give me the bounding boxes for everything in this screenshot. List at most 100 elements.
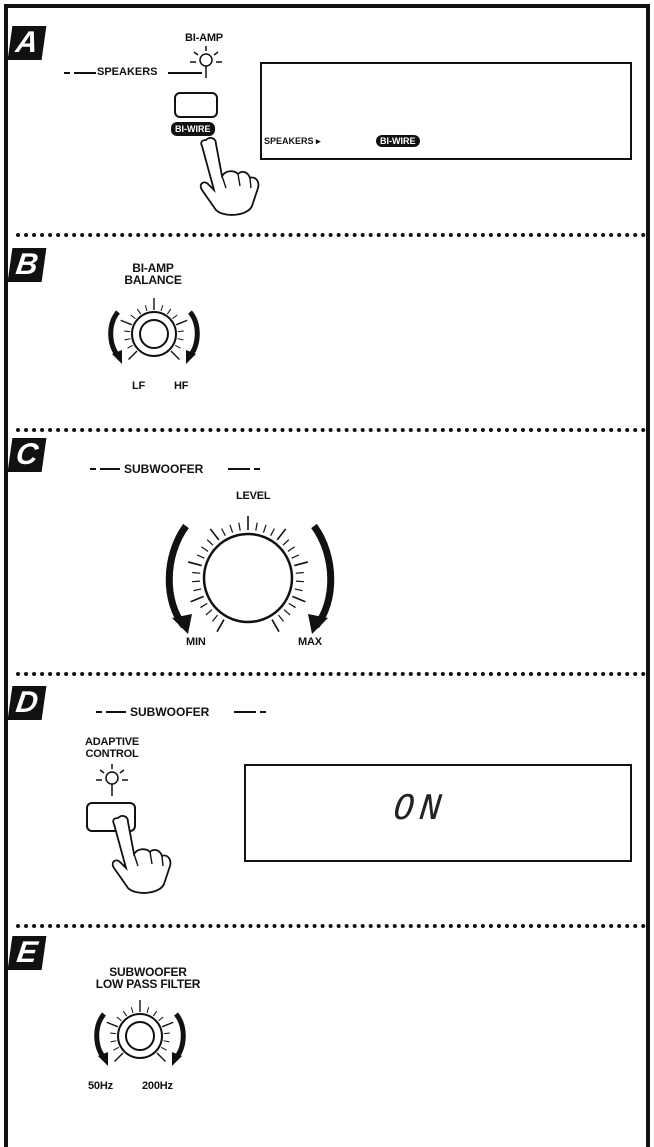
biamp-balance-right-label: HF	[174, 380, 189, 392]
speakers-bracket-line	[64, 72, 202, 74]
knob-tick	[110, 1032, 117, 1035]
divider-cd	[16, 672, 646, 676]
adaptive-control-label: ADAPTIVE CONTROL	[82, 736, 142, 760]
subwoofer-level-knob[interactable]	[158, 506, 348, 646]
knob-tick	[283, 609, 291, 616]
knob-tick	[110, 1040, 117, 1043]
knob-tick	[174, 344, 181, 349]
knob-tick	[271, 619, 280, 633]
knob-tick	[238, 522, 241, 531]
knob-tick	[270, 528, 275, 536]
knob-tick	[221, 528, 226, 536]
divider-bc	[16, 428, 646, 432]
knob-tick	[212, 614, 219, 622]
pointing-hand-icon	[199, 137, 260, 216]
knob-tick	[127, 344, 134, 349]
knob-tick	[216, 619, 225, 633]
level-min-label: MIN	[186, 636, 206, 648]
biamp-balance-ticks	[120, 298, 188, 360]
knob-tick	[229, 524, 234, 533]
knob-tick	[161, 1021, 174, 1028]
level-label: LEVEL	[236, 490, 271, 502]
knob-tick	[291, 554, 300, 559]
knob-tick	[193, 588, 202, 592]
subwoofer-c-header: SUBWOOFER	[124, 462, 204, 476]
knob-tick	[136, 308, 142, 315]
biamp-balance-title-line2: BALANCE	[124, 273, 182, 287]
biamp-balance-left-label: LF	[132, 380, 146, 392]
knob-tick	[292, 595, 306, 603]
knob-tick	[277, 614, 284, 622]
knob-tick	[124, 338, 131, 341]
knob-tick	[295, 571, 304, 574]
knob-tick	[206, 539, 214, 546]
level-max-label: MAX	[298, 636, 322, 648]
knob-tick	[294, 561, 309, 567]
low-pass-filter-title: SUBWOOFER LOW PASS FILTER	[78, 966, 218, 990]
knob-tick	[201, 546, 209, 552]
knob-tick	[163, 1032, 170, 1035]
knob-tick	[113, 1046, 120, 1051]
divider-de	[16, 924, 646, 928]
biamp-balance-knob[interactable]	[98, 294, 218, 384]
low-pass-filter-title-line1: SUBWOOFER	[109, 965, 187, 979]
knob-tick	[166, 308, 172, 315]
knob-tick	[116, 1016, 122, 1022]
biamp-balance-title-line1: BI-AMP	[132, 261, 174, 275]
knob-tick	[156, 1052, 166, 1062]
front-display-a: SPEAKERS ▸ BI-WIRE	[260, 62, 632, 160]
knob-tick	[255, 522, 258, 531]
adaptive-control-indicator-icon	[96, 764, 128, 796]
low-pass-filter-knob[interactable]	[84, 996, 204, 1086]
biwire-button[interactable]	[174, 92, 218, 118]
low-pass-filter-ticks	[106, 1000, 174, 1062]
display-on-text: ON	[391, 788, 450, 828]
knob-tick	[152, 1010, 158, 1017]
knob-tick	[128, 350, 138, 360]
knob-tick	[122, 1010, 128, 1017]
knob-tick	[262, 524, 267, 533]
section-c-badge: C	[7, 438, 47, 472]
knob-tick	[192, 580, 201, 583]
section-e-badge: E	[7, 936, 47, 970]
knob-tick	[175, 319, 188, 326]
knob-tick	[120, 319, 133, 326]
speakers-label: SPEAKERS	[97, 66, 158, 78]
low-pass-filter-title-line2: LOW PASS FILTER	[95, 977, 201, 991]
knob-tick	[287, 546, 295, 552]
section-d-badge: D	[7, 686, 47, 720]
diagram-frame: A BI-AMP SPEAKERS BI-WIRE SPEAKERS ▸ BI-…	[4, 4, 650, 1147]
section-b-badge: B	[7, 248, 47, 282]
pointing-hand-icon-d	[111, 815, 172, 894]
knob-tick	[177, 330, 184, 333]
knob-tick	[158, 1016, 164, 1022]
biamp-balance-title: BI-AMP BALANCE	[118, 262, 188, 286]
knob-tick	[200, 602, 208, 609]
display-biwire-text: BI-WIRE	[376, 135, 420, 147]
knob-tick	[163, 1040, 170, 1043]
knob-tick	[294, 588, 303, 592]
biwire-button-label: BI-WIRE	[171, 122, 215, 136]
front-display-d: ON	[244, 764, 632, 862]
knob-tick	[160, 1046, 167, 1051]
knob-tick	[160, 305, 164, 312]
knob-tick	[187, 561, 202, 567]
knob-tick	[209, 528, 220, 541]
knob-tick	[192, 571, 201, 574]
subwoofer-c-bracket-line	[90, 468, 260, 470]
adaptive-control-label-line2: CONTROL	[85, 748, 139, 760]
knob-tick	[205, 609, 213, 616]
biamp-indicator-icon	[190, 46, 222, 78]
knob-tick	[114, 1052, 124, 1062]
knob-tick	[177, 338, 184, 341]
knob-tick	[130, 314, 136, 320]
knob-tick	[106, 1021, 119, 1028]
knob-tick	[282, 539, 290, 546]
low-pass-filter-left-label: 50Hz	[88, 1080, 113, 1092]
subwoofer-d-bracket-line	[96, 711, 266, 713]
knob-tick	[190, 595, 204, 603]
level-ticks	[187, 516, 309, 633]
knob-tick	[295, 580, 304, 583]
biamp-indicator-label: BI-AMP	[185, 32, 223, 44]
subwoofer-d-header: SUBWOOFER	[130, 705, 210, 719]
